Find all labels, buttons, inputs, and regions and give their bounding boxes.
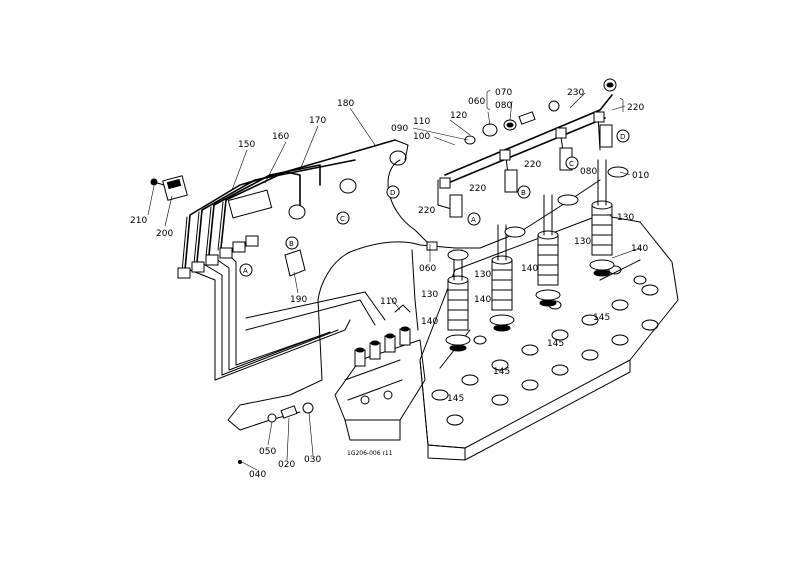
group-brace-220: [619, 97, 624, 112]
callout-markers: A B C D A B C D: [239, 129, 630, 277]
leader-lines: [147, 92, 641, 471]
part-label-130-b: 130: [574, 237, 591, 247]
part-label-180: 180: [337, 99, 354, 109]
part-label-145-d: 145: [447, 394, 464, 404]
part-label-140-b: 140: [521, 264, 538, 274]
part-label-220-a: 220: [524, 160, 541, 170]
part-label-220-top: 220: [627, 103, 644, 113]
bracket-200: [150, 175, 188, 201]
part-label-030: 030: [304, 455, 321, 465]
part-label-130-d: 130: [421, 290, 438, 300]
part-label-145-b: 145: [547, 339, 564, 349]
callout-c-right: C: [569, 160, 574, 168]
part-label-150: 150: [238, 140, 255, 150]
part-label-220-b: 220: [469, 184, 486, 194]
callout-b-right: B: [521, 189, 526, 197]
part-label-080-upper: 080: [495, 101, 512, 111]
part-labels: 210 200 150 160 170 180 190 090 110 100 …: [130, 88, 649, 480]
nozzle-holder-tops: [449, 124, 613, 218]
part-label-110-lower: 110: [380, 297, 397, 307]
part-label-080-lower: 080: [580, 167, 597, 177]
head-bolt-holes: [431, 265, 659, 426]
injector-nozzle-4: [589, 159, 629, 277]
part-label-120: 120: [450, 111, 467, 121]
part-label-190: 190: [290, 295, 307, 305]
part-label-130-c: 130: [474, 270, 491, 280]
part-label-110-upper: 110: [413, 117, 430, 127]
part-label-060-upper: 060: [468, 97, 485, 107]
part-label-050: 050: [259, 447, 276, 457]
part-label-100: 100: [413, 132, 430, 142]
part-label-220-c: 220: [418, 206, 435, 216]
callout-b-left: B: [289, 240, 294, 248]
injector-nozzle-1: [445, 249, 471, 352]
part-label-010: 010: [632, 171, 649, 181]
part-label-020: 020: [278, 460, 295, 470]
part-label-040: 040: [249, 470, 266, 480]
group-brace: [486, 89, 491, 111]
part-label-170: 170: [309, 116, 326, 126]
part-label-140-d: 140: [421, 317, 438, 327]
injector-nozzle-3: [535, 194, 579, 307]
part-label-210: 210: [130, 216, 147, 226]
part-label-070: 070: [495, 88, 512, 98]
part-label-200: 200: [156, 229, 173, 239]
injection-pump: [334, 326, 426, 441]
part-label-145-a: 145: [593, 313, 610, 323]
part-label-160: 160: [272, 132, 289, 142]
injector-nozzle-2: [489, 224, 526, 332]
part-label-060-lower: 060: [419, 264, 436, 274]
callout-a-left: A: [243, 267, 248, 275]
callout-d-right: D: [620, 133, 625, 141]
part-label-230: 230: [567, 88, 584, 98]
part-label-140-c: 140: [474, 295, 491, 305]
part-label-090: 090: [391, 124, 408, 134]
callout-c-left: C: [340, 215, 345, 223]
callout-a-right: A: [471, 216, 476, 224]
injection-pipes: [177, 139, 409, 381]
part-label-130-a: 130: [617, 213, 634, 223]
part-label-140-a: 140: [631, 244, 648, 254]
part-label-145-c: 145: [493, 367, 510, 377]
drawing-code: 1G206-006 r11: [347, 450, 393, 457]
callout-d-left: D: [390, 189, 395, 197]
